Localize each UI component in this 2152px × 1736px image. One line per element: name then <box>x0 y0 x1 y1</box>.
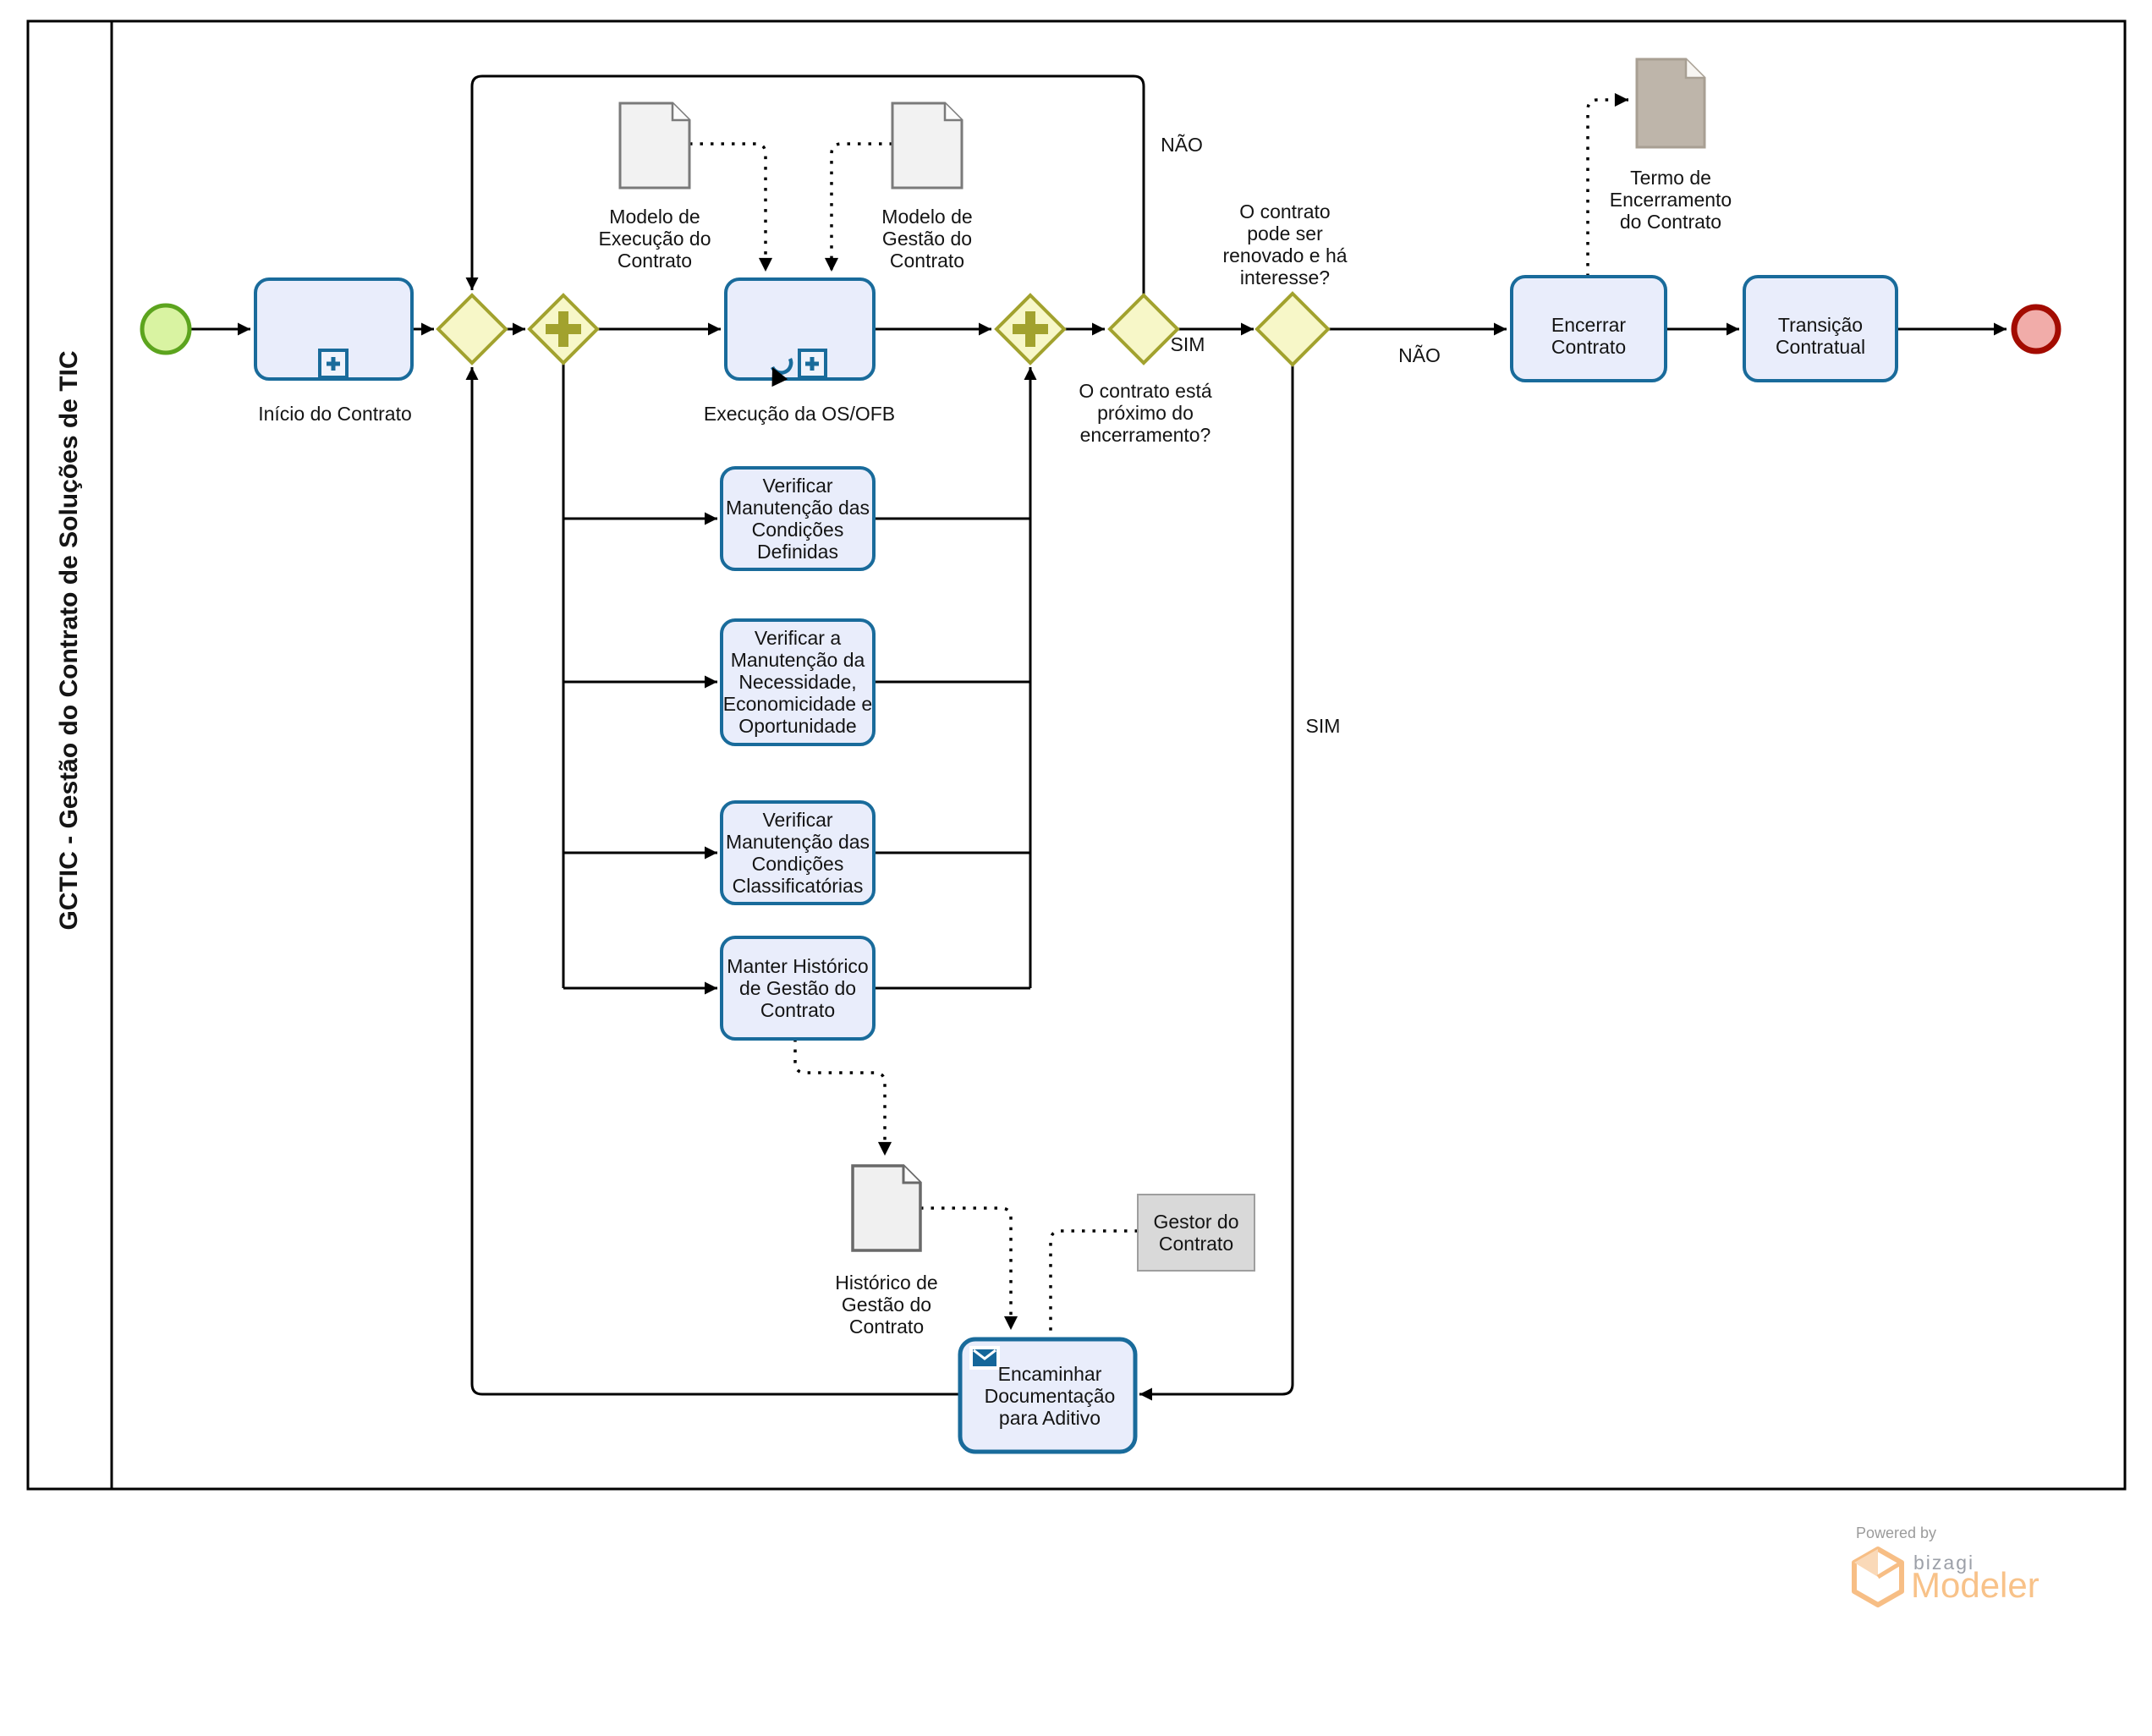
task-label-inicio: Início do Contrato <box>258 403 412 425</box>
task-label-transicao: Transição Contratual <box>1775 314 1866 358</box>
document-modelo-gestao[interactable] <box>891 102 963 190</box>
lane-title: GCTIC - Gestão do Contrato de Soluções d… <box>55 350 83 931</box>
task-verificar-condicoes-classificatorias[interactable] <box>720 800 876 905</box>
edge-label-nao-loop: NÃO <box>1161 134 1203 156</box>
gateway-exclusive-merge[interactable] <box>436 293 508 365</box>
powered-by-text: Powered by <box>1856 1524 1937 1541</box>
assoc-historico-task-to-doc <box>793 1039 892 1156</box>
subprocess-plus-icon <box>318 349 349 379</box>
task-label-encerrar: Encerrar Contrato <box>1551 314 1627 358</box>
associations <box>689 92 1628 1338</box>
assoc-gestor-to-encaminhar <box>1049 1229 1138 1338</box>
loop-marker-icon <box>770 358 793 387</box>
task-manter-historico[interactable] <box>720 936 876 1041</box>
flow-sim-to-encaminhar <box>1139 363 1294 1401</box>
task-encerrar-contrato[interactable] <box>1510 275 1667 382</box>
task-label-manter-historico: Manter Histórico de Gestão do Contrato <box>727 955 869 1021</box>
task-transicao-contratual[interactable] <box>1743 275 1898 382</box>
assoc-modelo-execucao-to-task <box>689 142 773 272</box>
bizagi-logo-icon <box>1852 1546 1904 1607</box>
document-label-historico: Histórico de Gestão do Contrato <box>835 1272 938 1338</box>
task-label-execucao: Execução da OS/OFB <box>703 403 896 425</box>
task-verificar-necessidade[interactable] <box>720 618 876 746</box>
edge-label-sim-encerramento: SIM <box>1170 333 1205 355</box>
flow-nao-loop-top <box>465 74 1145 295</box>
document-label-termo: Termo de Encerramento do Contrato <box>1609 167 1732 233</box>
plus-icon <box>546 311 581 347</box>
end-event[interactable] <box>2011 304 2061 354</box>
pool-boundary <box>26 19 2127 1491</box>
subprocess-plus-icon <box>798 349 827 379</box>
flow-encaminhar-to-merge <box>465 367 960 1396</box>
artifact-gestor-do-contrato[interactable] <box>1137 1194 1255 1272</box>
task-label-verificar-definidas: Verificar Manutenção das Condições Defin… <box>725 475 870 563</box>
gateway-question-renovado: O contrato pode ser renovado e há intere… <box>1222 201 1348 288</box>
document-termo-encerramento[interactable] <box>1635 58 1706 149</box>
gateway-parallel-join[interactable] <box>994 293 1067 365</box>
start-event[interactable] <box>140 303 192 355</box>
envelope-icon <box>969 1346 1000 1370</box>
gateway-parallel-split[interactable] <box>527 293 600 365</box>
edge-label-sim-renovado: SIM <box>1305 715 1341 737</box>
bizagi-brand-text: bizagi <box>1913 1552 1975 1574</box>
edge-label-nao-renovado: NÃO <box>1398 344 1441 366</box>
gateway-question-encerramento: O contrato está próximo do encerramento? <box>1079 380 1212 446</box>
task-label-verificar-necessidade: Verificar a Manutenção da Necessidade, E… <box>722 627 873 737</box>
gateway-proximo-encerramento[interactable] <box>1107 293 1180 365</box>
gateway-renovado[interactable] <box>1254 291 1331 367</box>
task-encaminhar-documentacao[interactable] <box>958 1337 1138 1454</box>
assoc-doc-to-encaminhar <box>920 1206 1018 1330</box>
task-label-encaminhar: Encaminhar Documentação para Aditivo <box>984 1363 1116 1429</box>
document-label-modelo-execucao: Modelo de Execução do Contrato <box>598 206 711 272</box>
document-historico[interactable] <box>851 1164 922 1252</box>
task-verificar-condicoes-definidas[interactable] <box>720 466 876 571</box>
modeler-product-text: Modeler <box>1911 1565 2039 1605</box>
sequence-flows <box>189 74 2007 1401</box>
task-label-verificar-classificatorias: Verificar Manutenção das Condições Class… <box>725 809 870 897</box>
artifact-label-gestor: Gestor do Contrato <box>1153 1211 1239 1255</box>
document-label-modelo-gestao: Modelo de Gestão do Contrato <box>881 206 973 272</box>
plus-icon <box>1013 311 1048 347</box>
document-modelo-execucao[interactable] <box>618 102 691 190</box>
